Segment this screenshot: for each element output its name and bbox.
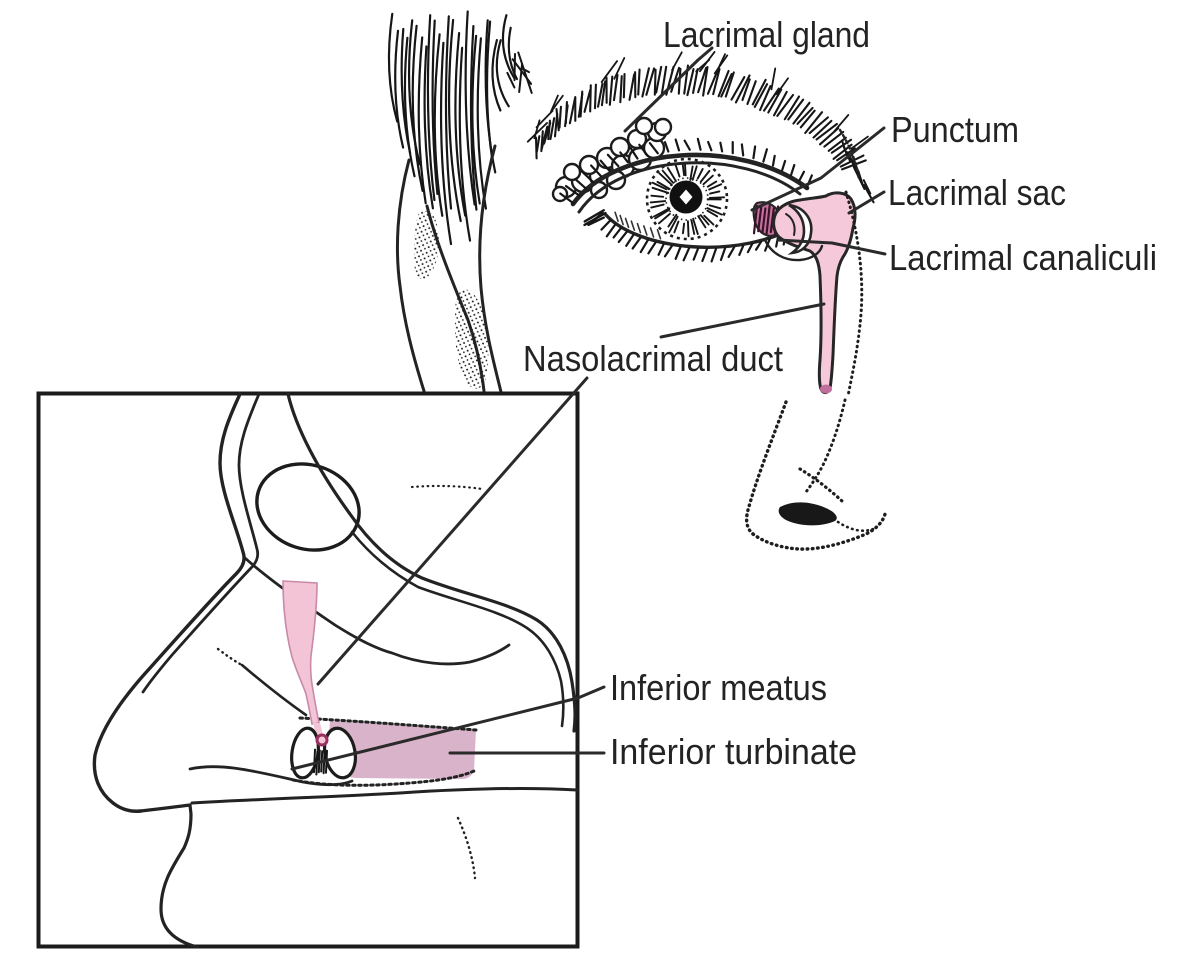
ear-stipple-shading-2 [455, 289, 489, 389]
nostril [778, 502, 837, 526]
duct-tip [820, 384, 832, 394]
nasal-cavity-roof-inner [350, 530, 565, 728]
duct-opening-ring [315, 733, 329, 747]
leader-lines [290, 46, 887, 771]
ear [395, 144, 503, 394]
label-punctum: Punctum [891, 109, 1019, 150]
eyelashes [559, 137, 813, 263]
labels: Lacrimal gland Punctum Lacrimal sac Lacr… [523, 14, 1157, 772]
inferior-turbinate-region [328, 721, 476, 779]
nose-profile-outer [92, 392, 246, 813]
nose-profile-inner [141, 392, 261, 694]
nose-bridge-crease [804, 128, 864, 494]
punctum-leader-line [750, 126, 886, 212]
upper-eyelid [570, 152, 810, 207]
label-inferior-turbinate: Inferior turbinate [610, 731, 857, 772]
upper-lip-profile [139, 803, 199, 949]
label-lacrimal-canaliculi: Lacrimal canaliculi [889, 237, 1157, 278]
hair-strokes [387, 10, 533, 246]
lacrimal-sac-shape [772, 191, 857, 395]
nasal-cavity-roof [286, 392, 577, 733]
nose [744, 400, 887, 551]
label-lacrimal-sac: Lacrimal sac [888, 172, 1066, 213]
palate-line [190, 787, 579, 805]
iris-streaks [649, 162, 726, 238]
inferior-meatus-leader-line [290, 685, 606, 771]
inset-box [36, 391, 580, 949]
eye [559, 137, 813, 263]
iris-inner-ring [665, 177, 709, 221]
nasolacrimal-duct-leader-up [659, 302, 826, 339]
pupil-highlight [679, 189, 693, 205]
lacrimal-sac-leader-line [847, 190, 886, 215]
lacrimal-gland-leader-line [623, 46, 714, 133]
lacrimal-canaliculi-leader-line [776, 238, 887, 256]
label-inferior-meatus: Inferior meatus [610, 667, 827, 708]
upper-lid-margin [577, 161, 802, 214]
iris-group [645, 157, 729, 241]
label-lacrimal-gland: Lacrimal gland [663, 14, 870, 55]
label-nasolacrimal-duct: Nasolacrimal duct [523, 338, 783, 379]
nasolacrimal-duct-leader-down [316, 376, 589, 686]
eyebrow [526, 51, 875, 204]
ear-stipple-shading [414, 210, 439, 280]
